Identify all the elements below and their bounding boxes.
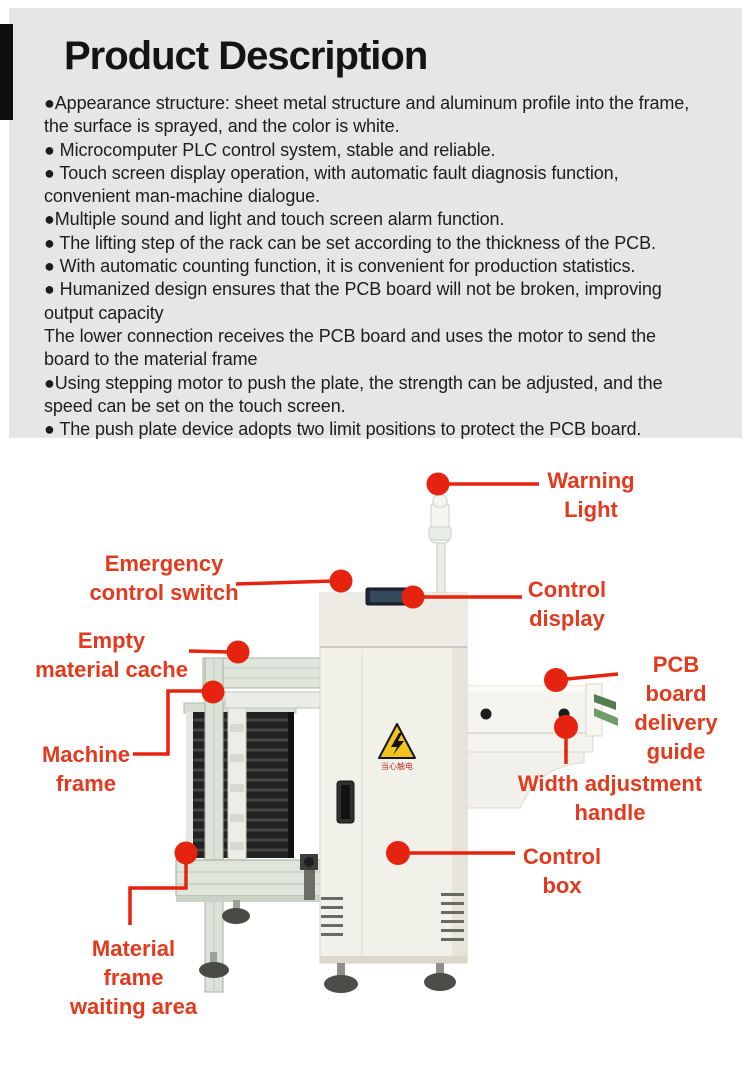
product-description-panel: Product Description ●Appearance structur… [9,8,742,441]
control-cabinet: 当心触电 [319,494,468,993]
feature-line: the surface is sprayed, and the color is… [44,116,400,137]
page-title: Product Description [64,34,428,78]
marker-dot-pcb-board-delivery-guide [544,668,568,692]
marker-dot-emergency-control-switch [329,569,353,593]
feature-line: board to the material frame [44,349,258,370]
pcb-guide-rail [594,694,616,710]
empty-cache-beam [202,657,323,689]
label-empty-material-cache: Empty material cache [35,628,188,682]
line-pcb-board-delivery-guide [566,672,619,681]
pcb-guide-rail [594,708,618,726]
feature-line: ● Touch screen display operation, with a… [44,162,619,183]
warning-light-tower [428,494,452,597]
feature-line: ● Microcomputer PLC control system, stab… [44,139,496,160]
door-handle [336,780,355,824]
marker-dot-warning-light [426,472,450,496]
feature-line: ● The push plate device adopts two limit… [44,419,642,440]
feature-list: ●Appearance structure: sheet metal struc… [44,92,734,441]
label-material-frame-waiting-area: Material frame waiting area [69,936,198,1019]
marker-dot-empty-material-cache [226,640,250,664]
feature-line: output capacity [44,302,164,323]
title-accent-bar [0,24,13,120]
label-width-adjustment-handle: Width adjustment handle [517,771,703,825]
label-machine-frame: Machine frame [41,742,131,796]
label-control-box: Control box [522,844,602,898]
marker-dot-control-display [401,585,425,609]
feature-line: speed can be set on the touch screen. [44,395,346,416]
electric-warning-sticker: 当心触电 [378,723,416,771]
feature-line: ● The lifting step of the rack can be se… [44,232,656,253]
feature-line: convenient man-machine dialogue. [44,186,320,207]
width-knob [480,708,492,720]
vent-louvers [321,893,464,941]
feature-line: The lower connection receives the PCB bo… [44,325,656,346]
label-warning-light: Warning Light [547,468,635,522]
control-display-screen [365,587,415,606]
feature-line: ●Multiple sound and light and touch scre… [44,209,505,230]
feature-line: ●Using stepping motor to push the plate,… [44,372,663,393]
feature-line: ●Appearance structure: sheet metal struc… [44,93,690,113]
label-pcb-board-delivery-guide: PCB board delivery guide [634,652,718,764]
line-emergency-control-switch [235,579,334,586]
sticker-text: 当心触电 [381,761,413,771]
label-emergency-control-switch: Emergency control switch [89,551,239,605]
marker-dot-control-box [386,841,410,865]
feature-line: ● With automatic counting function, it i… [44,256,636,277]
label-control-display: Control display [527,577,607,631]
width-knob [558,708,570,720]
emergency-stop-button [333,579,345,591]
material-rack-stack [186,712,294,858]
marker-dot-material-frame-waiting-area [174,841,198,865]
line-machine-frame [133,689,203,756]
feature-line: ● Humanized design ensures that the PCB … [44,279,662,300]
marker-dot-machine-frame [201,680,225,704]
line-empty-material-cache [188,649,230,654]
line-material-frame-waiting-area [128,864,188,925]
marker-dot-width-adjustment-handle [554,715,578,739]
